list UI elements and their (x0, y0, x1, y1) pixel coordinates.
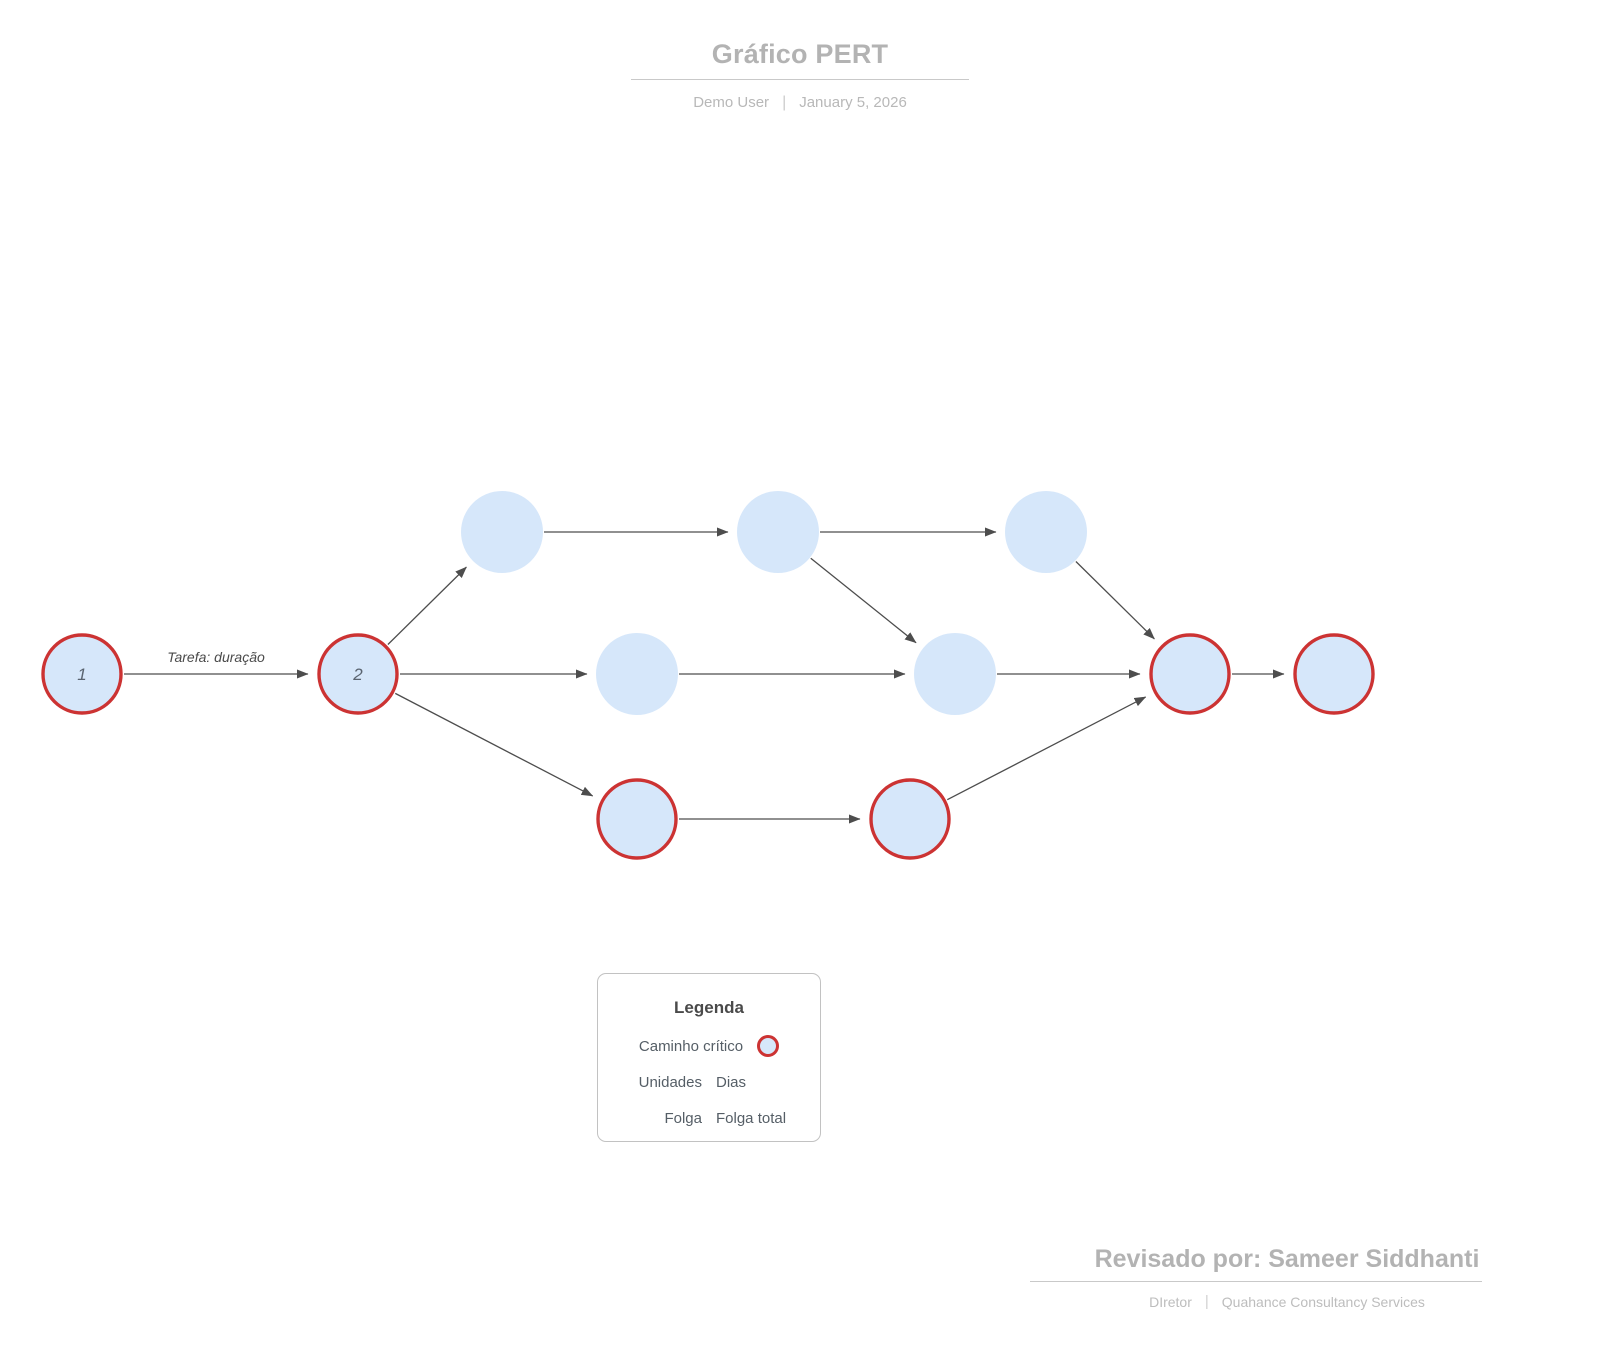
node-circle[interactable] (914, 633, 996, 715)
critical-path-swatch-icon (757, 1035, 780, 1057)
node-circle-critical[interactable] (41, 633, 123, 715)
pert-edge-n2-t1 (387, 566, 467, 645)
pert-edge-t2-m2 (810, 557, 917, 644)
node-circle-critical[interactable] (1149, 633, 1231, 715)
legend-label-critical-path: Caminho crítico (638, 1037, 744, 1055)
edge-labels-layer: Tarefa: duração (167, 649, 265, 665)
footer-divider (1030, 1281, 1482, 1282)
legend-box: Legenda Caminho crítico Unidades Dias Fo… (597, 973, 821, 1142)
node-circle-critical[interactable] (596, 778, 678, 860)
node-circle-critical[interactable] (1293, 633, 1375, 715)
edges-layer (124, 527, 1285, 824)
footer-meta: DIretor | Quahance Consultancy Services (1092, 1293, 1482, 1310)
document-header: Gráfico PERT Demo User | January 5, 2026 (0, 39, 1600, 112)
legend-value-units: Dias (716, 1073, 747, 1091)
node-circle-critical[interactable] (317, 633, 399, 715)
node-label-n1: 1 (77, 665, 86, 684)
legend-label-units: Unidades (638, 1073, 702, 1091)
node-circle[interactable] (461, 491, 543, 573)
legend-row-slack: Folga Folga total (598, 1100, 820, 1136)
header-author: Demo User (693, 94, 770, 112)
node-circle-critical[interactable] (869, 778, 951, 860)
footer-reviewer: Revisado por: Sameer Siddhanti (1094, 1245, 1480, 1273)
node-circle[interactable] (737, 491, 819, 573)
pert-node-t2[interactable] (737, 491, 819, 573)
node-label-n2: 2 (352, 665, 363, 684)
pert-node-m1[interactable] (596, 633, 678, 715)
edge-label-n1-n2: Tarefa: duração (167, 649, 265, 665)
pert-node-n2[interactable]: 2 (317, 633, 399, 715)
pert-edge-n2-b1 (394, 692, 594, 797)
pert-node-m2[interactable] (914, 633, 996, 715)
title-divider (631, 78, 969, 80)
header-date: January 5, 2026 (799, 94, 907, 112)
pert-node-n1[interactable]: 1 (41, 633, 123, 715)
node-circle[interactable] (596, 633, 678, 715)
pert-node-r2[interactable] (1293, 633, 1375, 715)
pert-edge-b2-r1 (946, 696, 1147, 801)
footer-separator: | (1204, 1293, 1209, 1310)
pert-node-b2[interactable] (869, 778, 951, 860)
header-separator: | (782, 93, 787, 111)
node-circle[interactable] (1005, 491, 1087, 573)
pert-node-b1[interactable] (596, 778, 678, 860)
legend-title: Legenda (674, 998, 744, 1017)
pert-node-t3[interactable] (1005, 491, 1087, 573)
legend-row-critical-path: Caminho crítico (598, 1028, 820, 1064)
header-meta: Demo User | January 5, 2026 (0, 94, 1600, 112)
document-footer: Revisado por: Sameer Siddhanti DIretor |… (1030, 1245, 1482, 1310)
footer-company: Quahance Consultancy Services (1221, 1293, 1425, 1310)
page-title: Gráfico PERT (711, 39, 889, 69)
footer-role: DIretor (1149, 1293, 1192, 1310)
legend-label-slack: Folga (664, 1109, 702, 1127)
legend-row-units: Unidades Dias (598, 1064, 820, 1100)
pert-edge-t3-r1 (1075, 561, 1155, 640)
pert-node-t1[interactable] (461, 491, 543, 573)
legend-value-total-slack: Folga total (716, 1109, 787, 1127)
pert-node-r1[interactable] (1149, 633, 1231, 715)
